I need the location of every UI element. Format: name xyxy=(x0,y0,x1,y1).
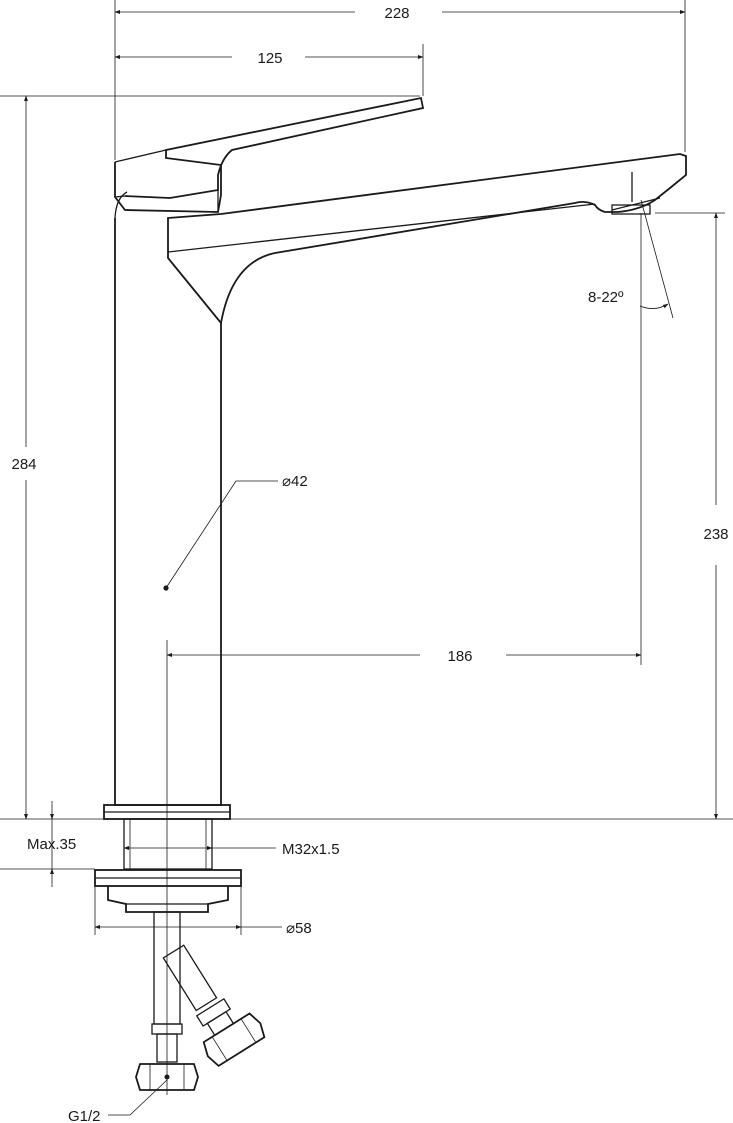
dim-spout-reach: 186 xyxy=(447,648,472,665)
mount-stud xyxy=(123,818,213,870)
hose-nut-vertical xyxy=(135,1063,199,1091)
locking-nut xyxy=(107,886,229,913)
dim-max-counter: Max.35 xyxy=(27,836,76,853)
dim-body-diameter: ⌀42 xyxy=(282,473,308,490)
faucet-spout xyxy=(167,153,687,326)
dim-spray-angle: 8-22º xyxy=(588,289,624,306)
dim-spout-height: 238 xyxy=(703,526,728,543)
hose-angled xyxy=(162,944,218,1012)
dim-overall-width: 228 xyxy=(384,5,409,22)
dim-base-diameter: ⌀58 xyxy=(286,920,312,937)
dim-mount-thread: M32x1.5 xyxy=(282,841,340,858)
dimension-lines xyxy=(24,10,718,1116)
faucet-body xyxy=(114,218,222,806)
faucet-outline xyxy=(94,96,687,1091)
dim-total-height: 284 xyxy=(11,456,36,473)
extension-lines xyxy=(0,0,733,1095)
dim-handle-reach: 125 xyxy=(257,50,282,67)
dimension-labels: 228 125 284 238 186 ⌀42 8-22º Max.35 M32… xyxy=(11,5,728,1123)
faucet-handle xyxy=(114,96,425,213)
hose-nut-angled xyxy=(202,1012,266,1067)
aerator xyxy=(611,204,651,215)
dim-hose-connection: G1/2 xyxy=(68,1108,101,1123)
